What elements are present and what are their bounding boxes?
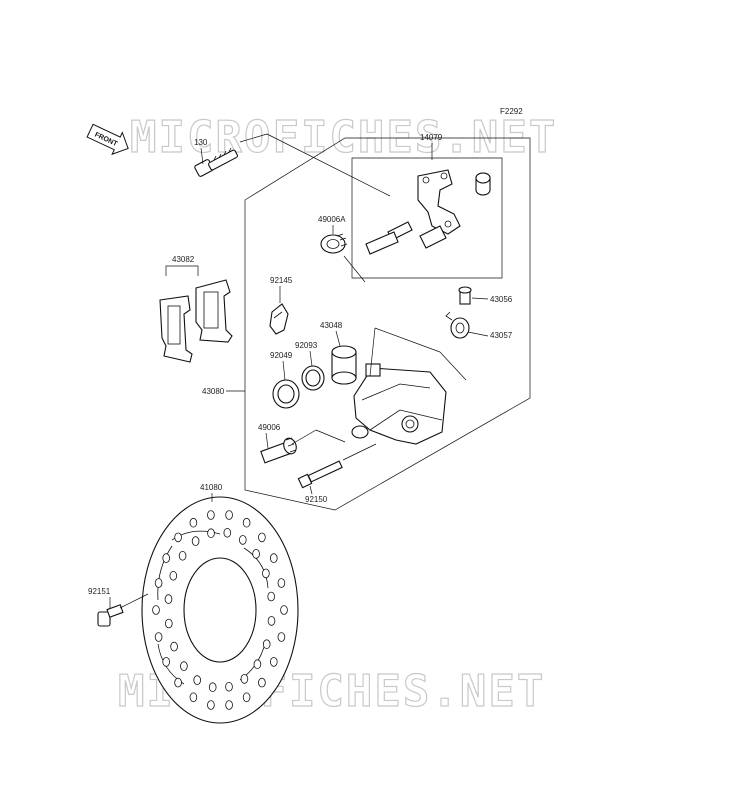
caliper-bracket — [365, 169, 491, 255]
disc-drill-hole — [164, 594, 173, 604]
label-43082: 43082 — [172, 255, 195, 264]
disc-drill-hole — [225, 510, 233, 520]
label-92093: 92093 — [295, 341, 318, 350]
disc-drill-hole — [242, 517, 251, 528]
disc-drill-hole — [225, 681, 233, 692]
disc-drill-hole — [258, 677, 266, 688]
disc-drill-hole — [269, 553, 278, 563]
bleeder-valve-43056 — [458, 286, 472, 305]
disc-drill-hole — [252, 549, 260, 559]
bolt-130 — [194, 147, 238, 177]
disc-drill-hole — [277, 578, 286, 588]
disc-drill-hole — [277, 632, 286, 642]
disc-drill-hole — [154, 578, 163, 588]
disc-drill-hole — [170, 641, 178, 652]
label-49006: 49006 — [258, 423, 281, 432]
disc-drill-hole — [162, 553, 171, 563]
disc-drill-hole — [174, 677, 182, 688]
label-92145: 92145 — [270, 276, 293, 285]
disc-drill-hole — [180, 661, 188, 671]
disc-drill-hole — [240, 674, 249, 684]
disc-drill-hole — [178, 550, 187, 561]
brake-pad-set — [159, 279, 233, 363]
label-41080: 41080 — [200, 483, 223, 492]
disc-drill-hole — [267, 591, 276, 602]
disc-drill-hole — [262, 568, 270, 579]
slide-pin-49006 — [260, 437, 297, 464]
pad-spring-92145 — [269, 303, 289, 335]
disc-drill-hole — [207, 528, 215, 538]
disc-drill-hole — [162, 657, 171, 667]
disc-drill-hole — [165, 618, 173, 629]
disc-drill-hole — [189, 517, 198, 528]
label-130: 130 — [194, 138, 208, 147]
bracket-subframe — [351, 157, 503, 279]
piston-seal-92093 — [301, 365, 325, 391]
disc-drill-hole — [269, 657, 278, 667]
brake-disc-41080 — [141, 496, 299, 724]
disc-drill-hole — [253, 659, 262, 669]
disc-drill-hole — [262, 639, 271, 649]
label-92150: 92150 — [305, 495, 328, 504]
disc-drill-hole — [225, 700, 233, 710]
label-43080: 43080 — [202, 387, 225, 396]
label-43057: 43057 — [490, 331, 513, 340]
label-49006a: 49006A — [318, 215, 346, 224]
label-43056: 43056 — [490, 295, 513, 304]
piston-43048 — [331, 345, 357, 385]
disc-drill-hole — [189, 692, 198, 703]
disc-drill-hole — [258, 532, 266, 543]
disc-drill-hole — [191, 536, 200, 546]
disc-drill-hole — [223, 527, 232, 538]
rubber-boot-49006a — [320, 233, 348, 254]
disc-drill-hole — [208, 682, 217, 692]
disc-drill-hole — [152, 605, 160, 615]
disc-drill-hole — [242, 692, 251, 703]
caliper-assembly-frame — [244, 137, 531, 511]
pin-bolt-92150 — [297, 460, 343, 489]
label-92049: 92049 — [270, 351, 293, 360]
label-43048: 43048 — [320, 321, 343, 330]
dust-seal-92049 — [272, 379, 300, 409]
disc-drill-hole — [207, 700, 215, 710]
disc-drill-hole — [169, 570, 178, 581]
disc-drill-hole — [280, 605, 288, 615]
disc-drill-hole — [207, 510, 215, 520]
disc-drill-hole — [193, 675, 202, 685]
bleeder-cap-43057 — [445, 311, 470, 339]
disc-drill-hole — [154, 632, 163, 642]
label-92151: 92151 — [88, 587, 111, 596]
disc-drill-hole — [239, 535, 247, 545]
front-arrow-icon: FRONT — [86, 123, 129, 156]
figure-code: F2292 — [500, 107, 523, 116]
watermark-top: MICROFICHES.NET — [130, 112, 557, 163]
caliper-body — [351, 363, 447, 445]
disc-bolt-92151 — [97, 604, 124, 627]
disc-drill-hole — [267, 616, 276, 626]
label-14079: 14079 — [420, 133, 443, 142]
disc-drill-hole — [174, 532, 182, 543]
